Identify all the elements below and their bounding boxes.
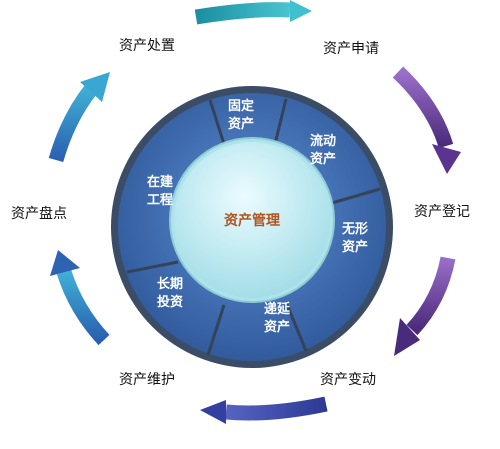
stage-asset-application: 资产申请 (323, 41, 379, 57)
arrow-bottom (200, 396, 328, 424)
category-long-term-investment-line2: 投资 (157, 294, 183, 310)
stage-asset-disposal: 资产处置 (119, 38, 175, 54)
divider-2 (273, 98, 288, 145)
divider-6 (126, 260, 179, 274)
arrow-top (194, 0, 312, 25)
divider-3 (331, 187, 381, 205)
arrow-upper-right (392, 66, 461, 174)
arrow-lower-right (394, 256, 456, 356)
category-fixed-assets-line1: 固定 (228, 98, 254, 114)
category-deferred-assets-line2: 资产 (264, 319, 290, 335)
category-intangible-assets-line2: 资产 (342, 239, 368, 255)
stage-asset-change: 资产变动 (320, 372, 376, 388)
stage-asset-inventory: 资产盘点 (11, 206, 67, 222)
category-deferred-assets-line1: 递延 (264, 301, 291, 317)
divider-4 (284, 301, 308, 352)
category-current-assets-line2: 资产 (310, 151, 336, 167)
category-intangible-assets-line1: 无形 (341, 222, 368, 237)
category-construction-in-progress-line2: 工程 (147, 193, 173, 208)
arrow-lower-left (50, 250, 110, 346)
category-long-term-investment-line1: 长期 (157, 276, 183, 292)
arrow-upper-left (48, 72, 110, 163)
divider-1 (208, 99, 226, 145)
divider-5 (206, 304, 226, 356)
category-fixed-assets-line2: 资产 (228, 116, 254, 132)
category-construction-in-progress-line1: 在建 (147, 174, 173, 190)
segment-dividers (126, 98, 381, 356)
stage-asset-registration: 资产登记 (414, 204, 470, 220)
center-circle-fill (174, 142, 330, 298)
category-current-assets-line1: 流动 (310, 133, 336, 149)
stage-asset-maintenance: 资产维护 (119, 372, 175, 388)
center-label: 资产管理 (224, 212, 280, 229)
